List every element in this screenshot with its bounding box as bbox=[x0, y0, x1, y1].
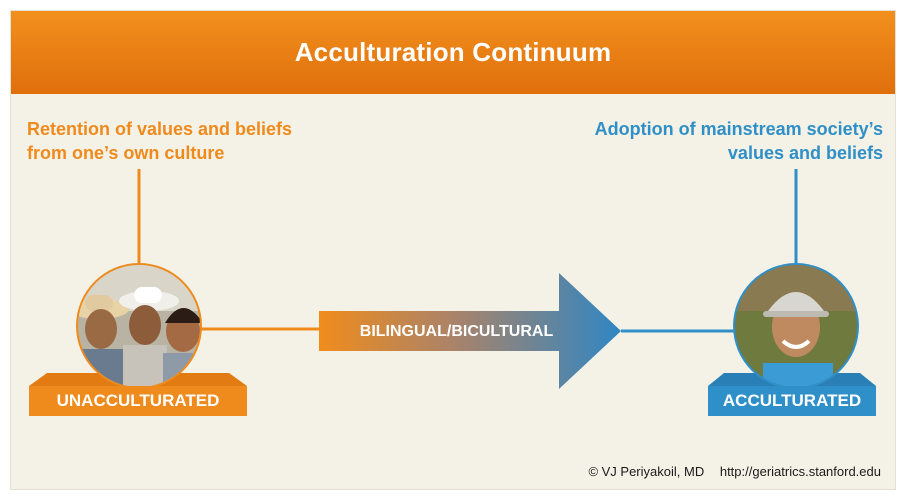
left-caption-line1: Retention of values and beliefs bbox=[27, 119, 293, 139]
credit-author: © VJ Periyakoil, MD bbox=[588, 464, 705, 479]
title-banner: Acculturation Continuum bbox=[11, 11, 895, 94]
continuum-arrow bbox=[319, 273, 621, 389]
right-caption: Adoption of mainstream society’s values … bbox=[503, 117, 883, 165]
credit-line: © VJ Periyakoil, MD http://geriatrics.st… bbox=[588, 464, 881, 479]
unacculturated-label: UNACCULTURATED bbox=[29, 386, 247, 416]
page-title: Acculturation Continuum bbox=[294, 37, 612, 67]
left-caption: Retention of values and beliefs from one… bbox=[27, 117, 387, 165]
acculturated-label: ACCULTURATED bbox=[708, 386, 876, 416]
right-caption-line2: values and beliefs bbox=[727, 143, 883, 163]
left-caption-line2: from one’s own culture bbox=[27, 143, 225, 163]
slide: Acculturation Continuum Retention of val… bbox=[10, 10, 896, 490]
credit-url: http://geriatrics.stanford.edu bbox=[719, 464, 881, 479]
acculturated-photo bbox=[733, 263, 859, 389]
unacculturated-photo bbox=[76, 263, 202, 389]
right-caption-line1: Adoption of mainstream society’s bbox=[594, 119, 883, 139]
bilingual-bicultural-label: BILINGUAL/BICULTURAL bbox=[359, 323, 554, 340]
continuum-diagram bbox=[29, 169, 876, 389]
